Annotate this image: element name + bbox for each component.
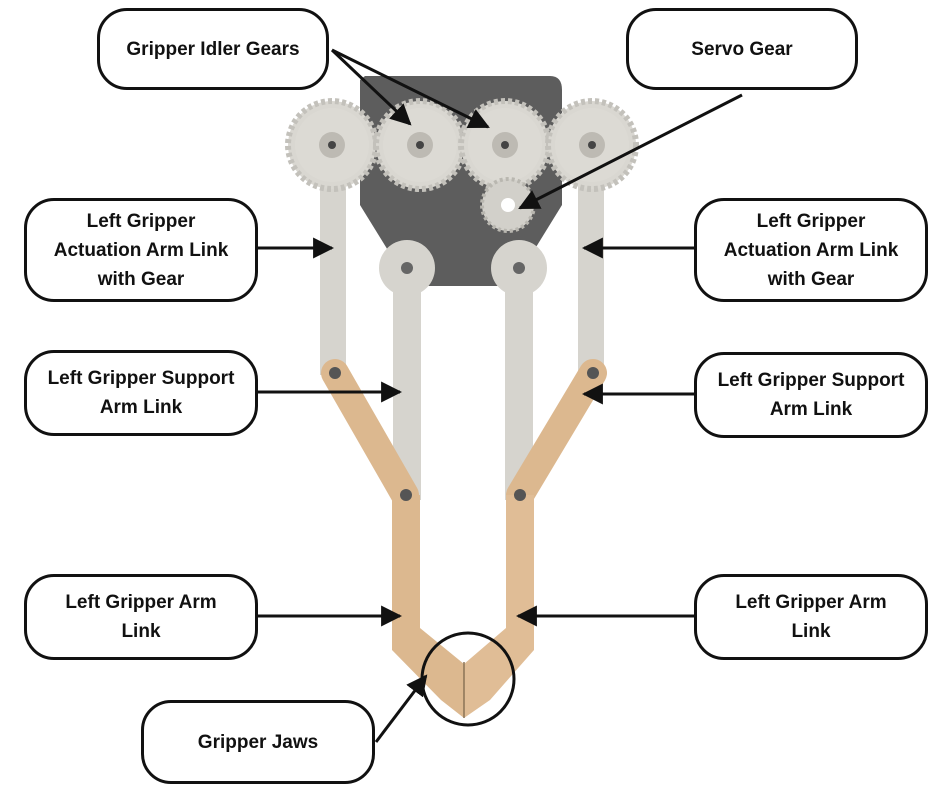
- left-gripper-arm-link: [392, 495, 464, 718]
- arrow-servo: [518, 93, 743, 210]
- bolt-right-lower: [514, 489, 526, 501]
- label-gripper-jaws: Gripper Jaws: [141, 700, 375, 784]
- right-wood-link: [506, 359, 607, 509]
- bolt-left-upper: [329, 367, 341, 379]
- label-left-support-arm: Left Gripper Support Arm Link: [24, 350, 258, 436]
- label-right-support-arm: Left Gripper Support Arm Link: [694, 352, 928, 438]
- gear-far-left: [285, 98, 379, 192]
- left-support-pivot-hole: [401, 262, 413, 274]
- arrow-jaws: [374, 674, 428, 743]
- idler-gear-right: [458, 98, 552, 192]
- arrows: [258, 48, 743, 743]
- label-servo-gear: Servo Gear: [626, 8, 858, 90]
- idler-gear-left: [373, 98, 467, 192]
- label-right-arm-link: Left Gripper Arm Link: [694, 574, 928, 660]
- bolt-right-upper: [587, 367, 599, 379]
- label-left-actuation-arm: Left Gripper Actuation Arm Link with Gea…: [24, 198, 258, 302]
- right-support-pivot-hole: [513, 262, 525, 274]
- arrow-idler-1: [330, 48, 412, 126]
- label-left-arm-link: Left Gripper Arm Link: [24, 574, 258, 660]
- label-gripper-idler-gears: Gripper Idler Gears: [97, 8, 329, 90]
- bolt-left-lower: [400, 489, 412, 501]
- label-right-actuation-arm: Left Gripper Actuation Arm Link with Gea…: [694, 198, 928, 302]
- gear-far-right: [545, 98, 639, 192]
- arrow-idler-2: [331, 48, 490, 129]
- right-gripper-arm-link: [464, 495, 534, 718]
